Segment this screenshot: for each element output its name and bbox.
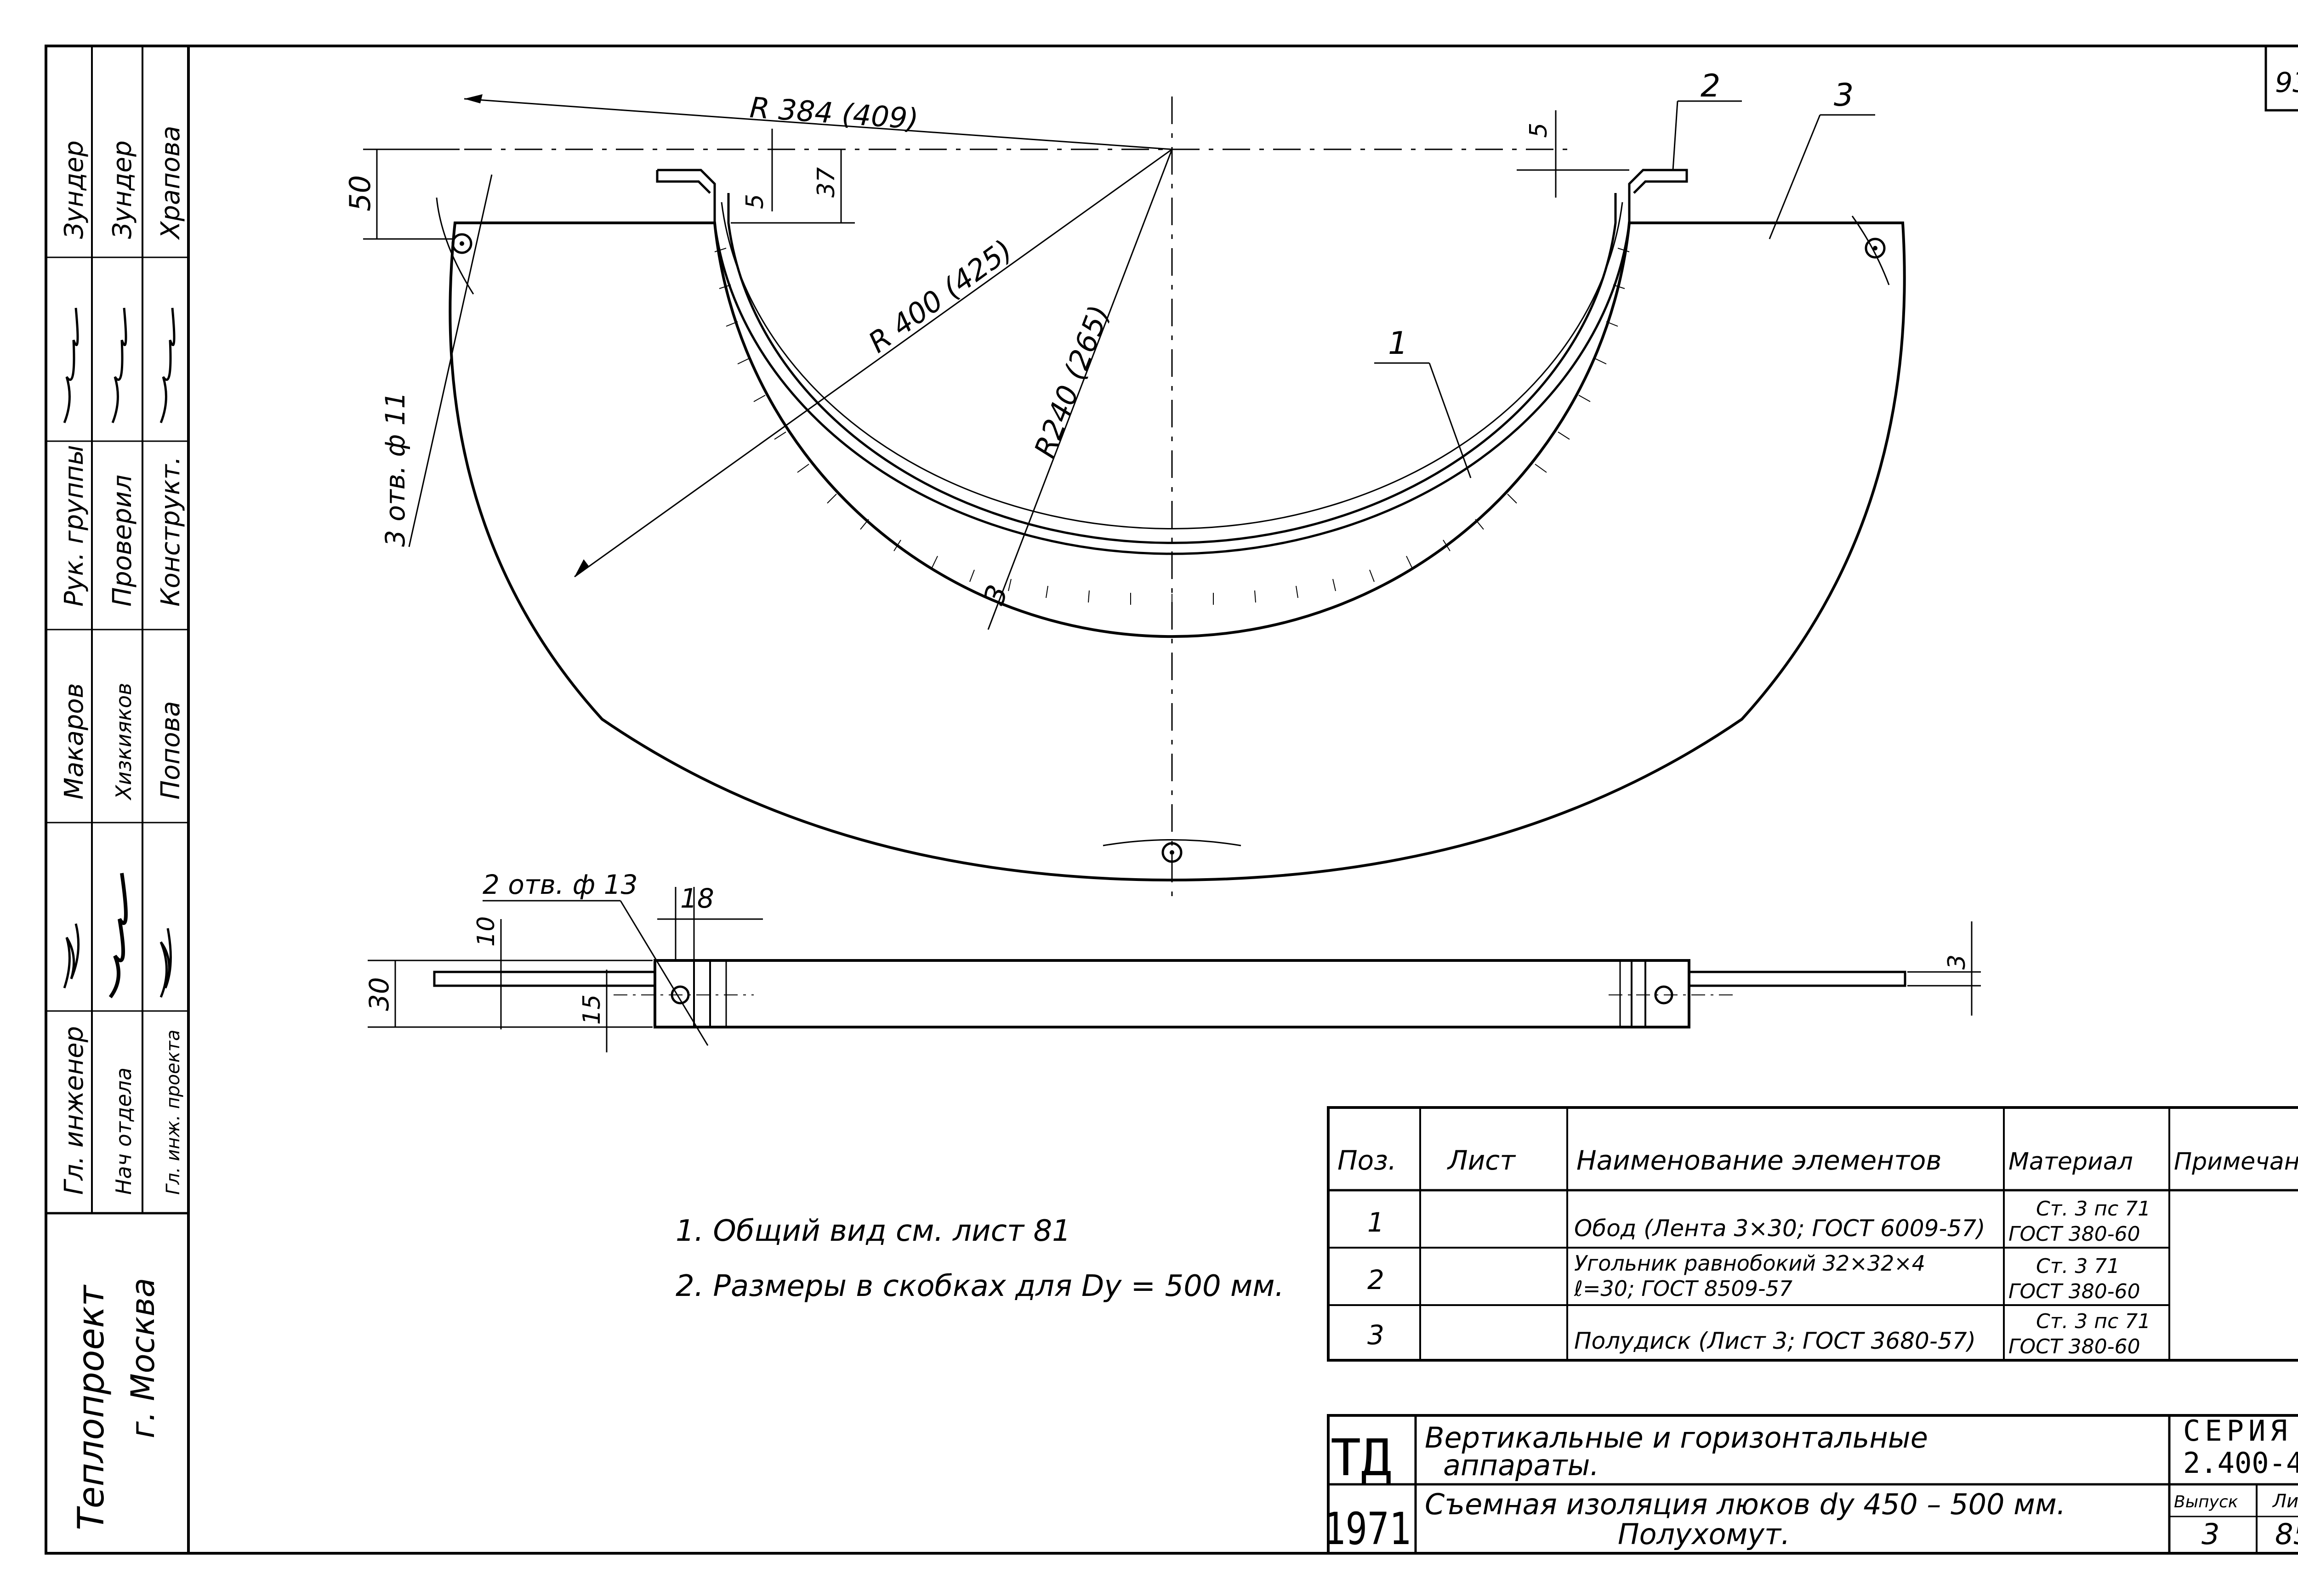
- signature-5: [111, 307, 127, 423]
- name-khizkiyakov: Хизкияков: [111, 683, 136, 801]
- hole-right: [1865, 238, 1886, 259]
- spec-table: [1327, 1106, 2298, 1362]
- note-2: 2. Размеры в скобках для Dу = 500 мм.: [676, 1269, 1284, 1303]
- year: 1971: [1324, 1503, 1411, 1555]
- series-label: СЕРИЯ: [2183, 1414, 2292, 1448]
- signature-6: [159, 307, 176, 423]
- row2-mat2: ГОСТ 380-60: [2008, 1280, 2140, 1303]
- radius-384-line: [464, 98, 1172, 150]
- angle-left-part-2: [656, 169, 716, 194]
- th-pos: Поз.: [1337, 1145, 1396, 1176]
- row3-mat1: Ст. 3 пс 71: [2036, 1310, 2150, 1333]
- title-line-2: аппараты.: [1443, 1448, 1599, 1482]
- hole-left: [451, 233, 472, 254]
- dim-10: 10: [472, 916, 500, 947]
- org-name: Теплопроект: [71, 1284, 112, 1530]
- role-project-engineer: Гл. инж. проекта: [163, 1030, 184, 1195]
- side-view: [433, 959, 1906, 1028]
- dim-holes-2: 2 отв. ф 13: [483, 869, 638, 900]
- role-group-lead: Рук. группы: [59, 445, 89, 607]
- dim-30: 30: [364, 977, 395, 1011]
- radius-400-line: [574, 148, 1172, 578]
- dim-r240: R240 (265): [1028, 301, 1116, 462]
- signature-1: [63, 923, 80, 988]
- name-popova: Попова: [156, 701, 186, 800]
- callout-1: 1: [1388, 325, 1408, 362]
- th-sheet: Лист: [1447, 1145, 1516, 1176]
- row1-mat2: ГОСТ 380-60: [2008, 1222, 2140, 1246]
- dim-holes-3: 3 отв. ф 11: [380, 392, 411, 547]
- row1-name: Обод (Лента 3×30; ГОСТ 6009-57): [1574, 1215, 1985, 1242]
- name-khrapova: Храпова: [156, 126, 186, 240]
- title-line-1: Вертикальные и горизонтальные: [1425, 1421, 1928, 1454]
- sheet-value: 85: [2275, 1517, 2298, 1551]
- title-block: [1327, 1414, 2298, 1555]
- role-checked: Проверил: [108, 475, 137, 607]
- row2-name2: ℓ=30; ГОСТ 8509-57: [1574, 1276, 1792, 1301]
- row3-pos: 3: [1367, 1319, 1384, 1351]
- th-material: Материал: [2008, 1148, 2133, 1176]
- series-value: 2.400-4: [2183, 1446, 2298, 1480]
- rim-midline: [721, 202, 1623, 529]
- subtitle-line-1: Съемная изоляция люков dу 450 – 500 мм.: [1425, 1488, 2065, 1521]
- rim-inner: [727, 193, 1617, 544]
- name-zunder-2: Зундер: [108, 141, 137, 239]
- logo-td: ТД: [1331, 1428, 1391, 1487]
- th-name: Наименование элементов: [1576, 1145, 1942, 1176]
- name-zunder-1: Зундер: [59, 141, 89, 239]
- corner-sheet-number: 93: [2275, 67, 2298, 99]
- signature-3: [159, 928, 172, 998]
- note-1: 1. Общий вид см. лист 81: [676, 1214, 1071, 1248]
- dim-15: 15: [578, 994, 606, 1025]
- corner-box: [2264, 45, 2298, 112]
- rim-outer: [713, 193, 1631, 555]
- callout-3: 3: [1834, 77, 1854, 114]
- radius-240-line: [1006, 149, 1173, 582]
- left-stamp-column: [45, 45, 190, 1555]
- name-makarov: Макаров: [59, 683, 89, 800]
- row2-mat1: Ст. 3 71: [2036, 1255, 2120, 1278]
- role-dept-head: Нач отдела: [111, 1068, 136, 1195]
- row2-pos: 2: [1367, 1264, 1384, 1295]
- issue-label: Выпуск: [2174, 1493, 2238, 1511]
- dim-18: 18: [680, 883, 714, 914]
- role-chief-engineer: Гл. инженер: [59, 1026, 89, 1195]
- dim-37: 37: [813, 167, 840, 198]
- row3-mat2: ГОСТ 380-60: [2008, 1335, 2140, 1358]
- dim-50: 50: [343, 175, 377, 211]
- role-designer: Конструкт.: [156, 456, 186, 607]
- dim-5-left: 5: [741, 194, 769, 209]
- org-city: г. Москва: [124, 1278, 162, 1438]
- hole-bottom: [1161, 842, 1183, 863]
- signature-2: [108, 873, 128, 999]
- th-note: Примечание: [2174, 1148, 2298, 1176]
- callout-2: 2: [1701, 68, 1720, 104]
- row3-name: Полудиск (Лист 3; ГОСТ 3680-57): [1574, 1328, 1976, 1354]
- row2-name: Угольник равнобокий 32×32×4: [1574, 1251, 1925, 1276]
- signature-4: [63, 307, 79, 423]
- row1-pos: 1: [1367, 1207, 1384, 1238]
- dim-5-right: 5: [1525, 123, 1553, 138]
- angle-right-part-2: [1628, 169, 1688, 194]
- issue-value: 3: [2201, 1517, 2219, 1551]
- subtitle-line-2: Полухомут.: [1618, 1517, 1790, 1551]
- row1-mat1: Ст. 3 пс 71: [2036, 1197, 2150, 1221]
- dim-rim-3: 3: [977, 580, 1014, 609]
- rim-ticks: [714, 248, 1630, 606]
- sheet-label: Лист: [2272, 1491, 2298, 1512]
- half-disc-part-3: [449, 222, 1906, 882]
- dim-r384: R 384 (409): [749, 91, 920, 136]
- dim-3-side: 3: [1943, 954, 1971, 970]
- dim-r400: R 400 (425): [862, 233, 1018, 359]
